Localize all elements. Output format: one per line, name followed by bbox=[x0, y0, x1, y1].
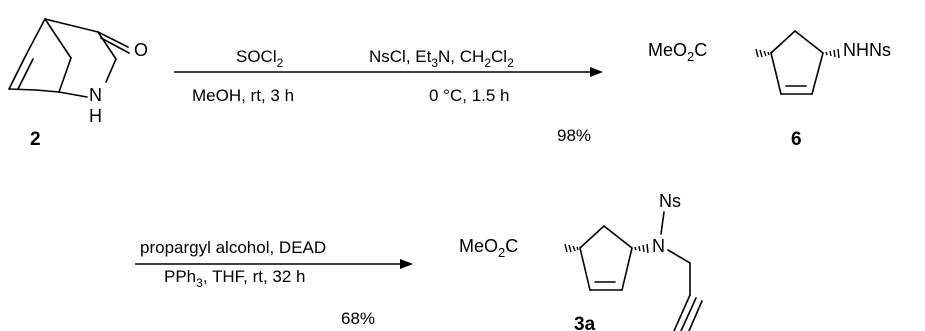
compound-2-nitrogen: N bbox=[89, 85, 102, 105]
step2-reagent: NsCl, Et3N, CH2Cl2 bbox=[369, 47, 514, 70]
step2-reagents: NsCl, Et3N, CH2Cl2 0 °C, 1.5 h 98% bbox=[369, 47, 591, 145]
compound-6-hashed-bond-left bbox=[755, 48, 770, 58]
compound-6: MeO2C NHNs 6 bbox=[648, 30, 891, 150]
compound-2-hydrogen: H bbox=[89, 106, 102, 126]
step3-reagent: propargyl alcohol, DEAD bbox=[140, 238, 326, 257]
compound-6-amine: NHNs bbox=[843, 40, 891, 60]
compound-3a-nitrogen: N bbox=[652, 236, 665, 256]
compound-6-hashed-bond-right bbox=[825, 48, 840, 59]
compound-6-number: 6 bbox=[791, 129, 802, 150]
compound-3a-number: 3a bbox=[574, 314, 596, 331]
compound-3a-propargyl-chain bbox=[667, 249, 703, 331]
step3-yield: 68% bbox=[341, 309, 375, 328]
step1-reagent: SOCl2 bbox=[236, 47, 284, 70]
step3-conditions: PPh3, THF, rt, 32 h bbox=[164, 267, 306, 290]
compound-6-ester: MeO2C bbox=[648, 40, 707, 64]
compound-3a-ring bbox=[579, 225, 633, 291]
reaction-arrow-1 bbox=[174, 67, 603, 77]
compound-2-number: 2 bbox=[30, 129, 41, 150]
compound-3a-ns: Ns bbox=[659, 191, 681, 211]
step2-conditions: 0 °C, 1.5 h bbox=[429, 86, 510, 105]
step3-reagents: propargyl alcohol, DEAD PPh3, THF, rt, 3… bbox=[140, 238, 375, 328]
compound-3a-hashed-bond-right bbox=[634, 243, 649, 254]
compound-6-ring bbox=[770, 30, 824, 95]
compound-3a: MeO2C N Ns bbox=[459, 191, 703, 331]
compound-2-oxygen: O bbox=[134, 40, 148, 60]
step1-conditions: MeOH, rt, 3 h bbox=[192, 86, 294, 105]
compound-3a-ester: MeO2C bbox=[459, 236, 518, 260]
reaction-arrow-2 bbox=[135, 259, 413, 269]
step2-yield: 98% bbox=[557, 126, 591, 145]
compound-2: O N H 2 bbox=[8, 18, 148, 150]
compound-3a-hashed-bond-left bbox=[564, 243, 579, 253]
compound-3a-n-ns-bond bbox=[660, 211, 665, 235]
compound-2-bonds bbox=[8, 18, 130, 98]
step1-reagents: SOCl2 MeOH, rt, 3 h bbox=[192, 47, 294, 105]
